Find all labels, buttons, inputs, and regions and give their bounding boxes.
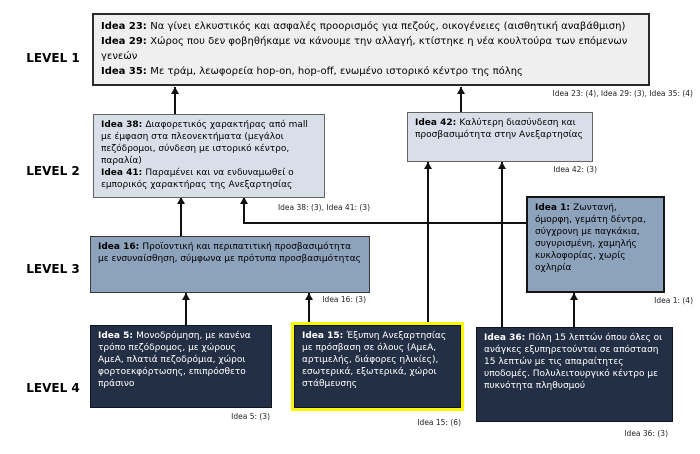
- idea5-box: Idea 5: Μονοδρόμηση, με κανένα τρόπο πεζ…: [90, 325, 272, 408]
- level1-ideas-box: Idea 23: Να γίνει ελκυστικός και ασφαλές…: [92, 13, 650, 86]
- idea16-votes-caption: Idea 16: (3): [322, 295, 366, 304]
- level-3-label: LEVEL 3: [26, 262, 80, 276]
- idea1-box: Idea 1: Ζωντανή, όμορφη, γεμάτη δέντρα, …: [526, 196, 665, 293]
- arrowhead-idea38-to-level1: [171, 87, 179, 94]
- idea-text: Idea 16: Προϊοντική και περιπατιτική προ…: [98, 242, 361, 265]
- idea-text: Idea 38: Διαφορετικός χαρακτήρας από mal…: [101, 120, 308, 167]
- arrowhead-idea5-to-idea16: [182, 293, 190, 300]
- idea-text: Idea 42: Καλύτερη διασύνδεση και προσβασ…: [415, 118, 583, 141]
- idea5-votes-caption: Idea 5: (3): [231, 412, 270, 421]
- connector-idea36-to-idea1: [573, 293, 575, 327]
- idea-text: Idea 23: Να γίνει ελκυστικός και ασφαλές…: [101, 21, 626, 32]
- idea15-votes-caption: Idea 15: (6): [417, 418, 461, 427]
- arrowhead-idea15-to-idea42: [424, 162, 432, 169]
- idea-text: Idea 29: Χώρος που δεν φοβηθήκαμε να κάν…: [101, 36, 628, 62]
- level-1-label: LEVEL 1: [26, 51, 80, 65]
- connector-idea5-to-idea16: [185, 293, 187, 325]
- connector-idea16-to-idea38: [180, 197, 182, 236]
- arrowhead-idea42-to-level1: [457, 87, 465, 94]
- connector-idea36-to-idea42: [501, 162, 503, 327]
- level-2-label: LEVEL 2: [26, 164, 80, 178]
- connector-idea38-to-level1: [174, 87, 176, 114]
- idea38-41-votes-caption: Idea 38: (3), Idea 41: (3): [277, 203, 370, 212]
- idea36-votes-caption: Idea 36: (3): [624, 429, 668, 438]
- idea-text: Idea 1: Ζωντανή, όμορφη, γεμάτη δέντρα, …: [535, 203, 646, 274]
- idea-text: Idea 5: Μονοδρόμηση, με κανένα τρόπο πεζ…: [98, 331, 251, 390]
- level1-votes-caption: Idea 23: (4), Idea 29: (3), Idea 35: (4): [552, 89, 693, 98]
- idea42-box: Idea 42: Καλύτερη διασύνδεση και προσβασ…: [407, 112, 593, 162]
- connector-idea15-to-idea42: [427, 162, 429, 322]
- idea-text: Idea 15: Έξυπνη Ανεξαρτησίας με πρόσβαση…: [302, 331, 447, 390]
- idea-text: Idea 35: Με τράμ, λεωφορεία hop-on, hop-…: [101, 66, 523, 77]
- connector-idea1-to-idea38-horizontal: [243, 222, 526, 224]
- idea-text: Idea 41: Παραμένει και να ενδυναμωθεί ο …: [101, 168, 294, 191]
- idea42-votes-caption: Idea 42: (3): [553, 165, 597, 174]
- connector-idea15-to-idea16: [308, 293, 310, 322]
- idea36-box: Idea 36: Πόλη 15 λεπτών όπου όλες οι ανά…: [476, 327, 673, 422]
- connector-idea1-to-idea38-vertical: [243, 197, 245, 224]
- connector-idea42-to-level1: [460, 87, 462, 112]
- arrowhead-idea16-to-idea38: [177, 197, 185, 204]
- arrowhead-idea36-to-idea1: [570, 293, 578, 300]
- idea15-box-highlighted: Idea 15: Έξυπνη Ανεξαρτησίας με πρόσβαση…: [291, 322, 464, 411]
- idea16-box: Idea 16: Προϊοντική και περιπατιτική προ…: [90, 236, 370, 293]
- arrowhead-idea36-to-idea42: [498, 162, 506, 169]
- arrowhead-idea1-to-idea38: [240, 197, 248, 204]
- arrowhead-idea15-to-idea16: [305, 293, 313, 300]
- idea-text: Idea 36: Πόλη 15 λεπτών όπου όλες οι ανά…: [484, 333, 663, 392]
- level-4-label: LEVEL 4: [26, 381, 80, 395]
- idea38-41-box: Idea 38: Διαφορετικός χαρακτήρας από mal…: [93, 114, 325, 198]
- idea1-votes-caption: Idea 1: (4): [654, 296, 693, 305]
